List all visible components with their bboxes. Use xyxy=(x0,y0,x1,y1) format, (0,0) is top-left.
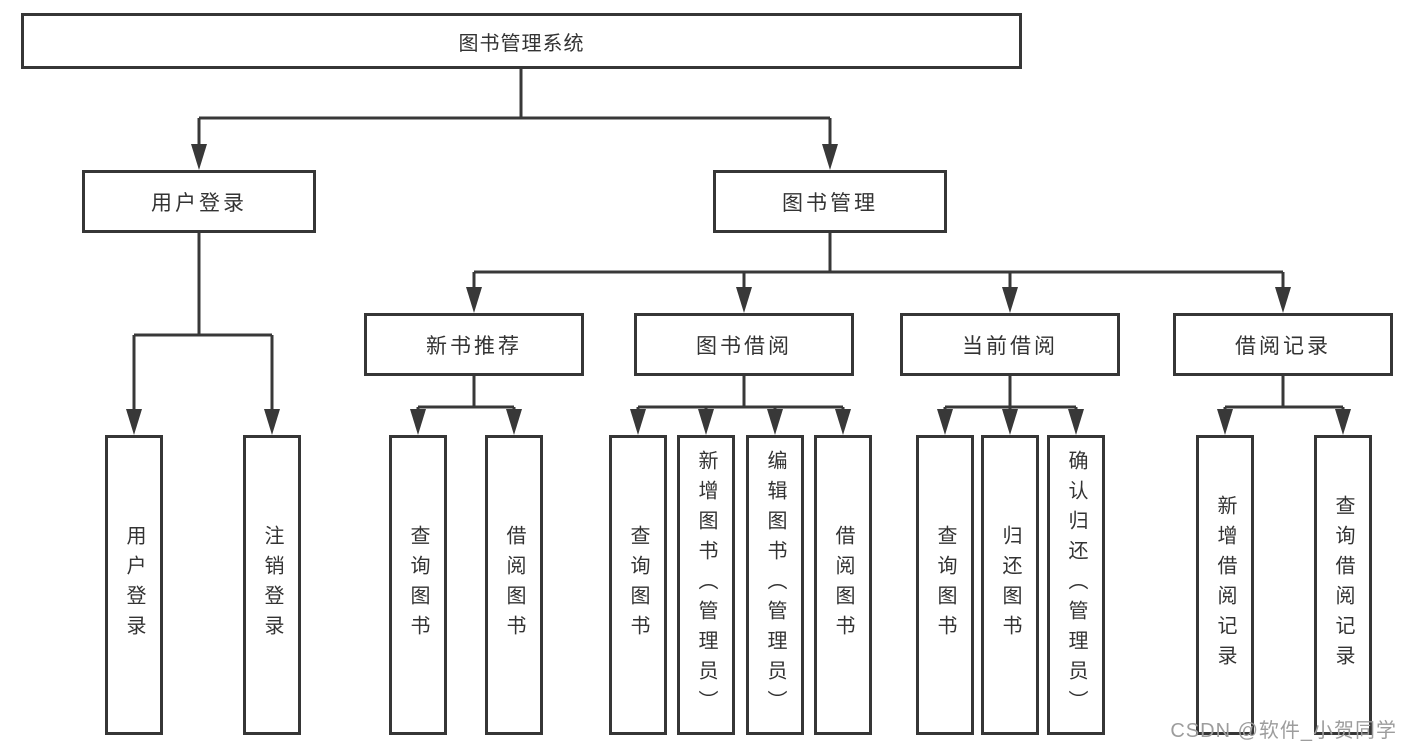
node-label: 注销登录 xyxy=(261,525,283,645)
node-label: 借阅图书 xyxy=(503,525,525,645)
node-user-login: 用户登录 xyxy=(82,170,316,233)
node-label: 归还图书 xyxy=(999,525,1021,645)
leaf-add-book-admin: 新增图书（管理员） xyxy=(677,435,735,735)
node-label: 当前借阅 xyxy=(962,334,1058,358)
node-label: 图书借阅 xyxy=(696,334,792,358)
node-label: 查询图书 xyxy=(934,525,956,645)
node-label: 用户登录 xyxy=(123,525,145,645)
arrow-heads xyxy=(126,144,1351,435)
node-label: 查询图书 xyxy=(627,525,649,645)
node-book-borrow: 图书借阅 xyxy=(634,313,854,376)
leaf-query-books-borrow: 查询图书 xyxy=(609,435,667,735)
node-label: 新增图书（管理员） xyxy=(695,450,717,720)
node-label: 图书管理 xyxy=(782,191,878,215)
node-label: 新书推荐 xyxy=(426,334,522,358)
node-label: 用户登录 xyxy=(151,191,247,215)
leaf-logout: 注销登录 xyxy=(243,435,301,735)
node-label: 确认归还（管理员） xyxy=(1065,450,1087,720)
node-borrow-records: 借阅记录 xyxy=(1173,313,1393,376)
leaf-borrow-books: 借阅图书 xyxy=(814,435,872,735)
leaf-query-books-recommend: 查询图书 xyxy=(389,435,447,735)
node-label: 图书管理系统 xyxy=(458,32,585,55)
node-label: 新增借阅记录 xyxy=(1214,495,1236,675)
node-label: 查询借阅记录 xyxy=(1332,495,1354,675)
node-new-book-recommend: 新书推荐 xyxy=(364,313,584,376)
node-label: 编辑图书（管理员） xyxy=(764,450,786,720)
leaf-return-book: 归还图书 xyxy=(981,435,1039,735)
node-root: 图书管理系统 xyxy=(21,13,1022,69)
node-current-borrow: 当前借阅 xyxy=(900,313,1120,376)
leaf-add-borrow-record: 新增借阅记录 xyxy=(1196,435,1254,735)
leaf-confirm-return-admin: 确认归还（管理员） xyxy=(1047,435,1105,735)
node-book-management: 图书管理 xyxy=(713,170,947,233)
leaf-query-borrow-record: 查询借阅记录 xyxy=(1314,435,1372,735)
watermark: CSDN @软件_小贺同学 xyxy=(1170,720,1397,742)
leaf-user-login: 用户登录 xyxy=(105,435,163,735)
leaf-borrow-books-recommend: 借阅图书 xyxy=(485,435,543,735)
node-label: 查询图书 xyxy=(407,525,429,645)
leaf-edit-book-admin: 编辑图书（管理员） xyxy=(746,435,804,735)
node-label: 借阅图书 xyxy=(832,525,854,645)
node-label: 借阅记录 xyxy=(1235,334,1331,358)
leaf-query-books-current: 查询图书 xyxy=(916,435,974,735)
